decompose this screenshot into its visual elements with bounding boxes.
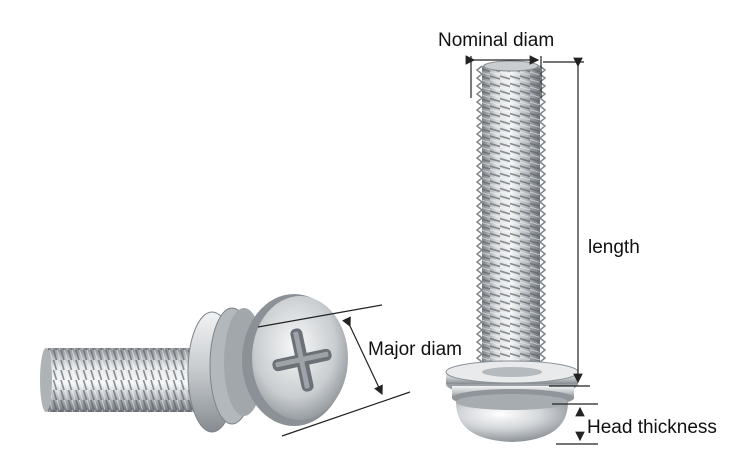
major-diam-label: Major diam <box>368 339 462 360</box>
nominal-diam-label: Nominal diam <box>438 30 555 51</box>
horizontal-screw <box>40 294 348 433</box>
length-label: length <box>588 237 640 258</box>
dimension-lines <box>257 55 598 445</box>
head-thickness-label: Head thickness <box>587 417 717 438</box>
upright-screw <box>445 60 579 442</box>
phillips-cross-recess <box>272 328 332 392</box>
